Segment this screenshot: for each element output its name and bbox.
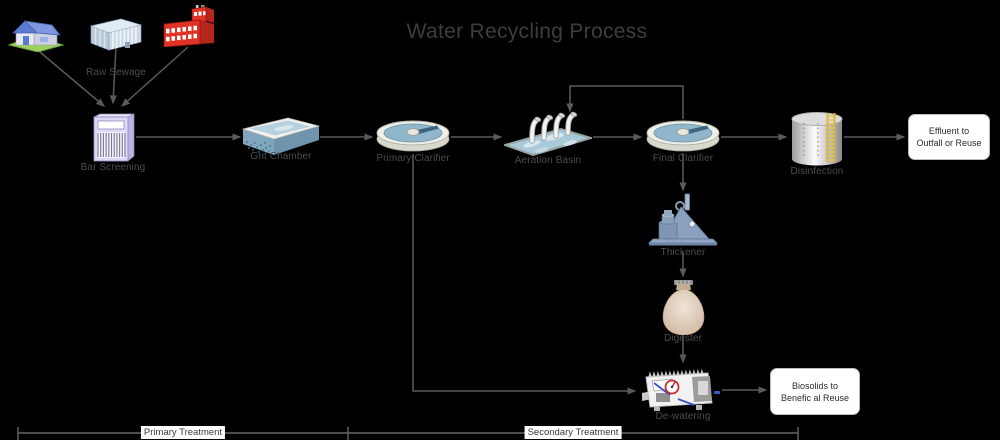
sludge-thickener-icon — [648, 193, 718, 246]
grit-chamber-label: Grit Chamber — [250, 151, 312, 162]
digester-vessel-icon — [662, 280, 705, 335]
bar-screen-icon — [93, 113, 135, 162]
primary-treatment-label: Primary Treatment — [140, 426, 226, 439]
house-icon[interactable] — [8, 8, 64, 52]
bar-screening-label: Bar Screening — [80, 162, 146, 173]
primary-clarifier-label: Primary Clarifier — [376, 153, 450, 164]
factory-icon[interactable] — [162, 5, 216, 47]
chlorine-contact-tank-icon — [791, 112, 843, 166]
clarifier-tank-icon — [376, 120, 450, 152]
biosolids-line1: Biosolids to — [791, 380, 839, 391]
node-grit-chamber[interactable]: Grit Chamber — [221, 117, 341, 165]
effluent-line2: Outfall or Reuse — [916, 138, 982, 148]
node-digester[interactable]: Digester — [623, 280, 743, 346]
grit-chamber-basin-icon — [242, 117, 320, 155]
node-dewatering[interactable]: De-watering — [623, 365, 743, 425]
biosolids-line2: Benefic al Reuse — [780, 392, 850, 403]
effluent-line1: Effluent to — [928, 126, 970, 136]
raw-sewage-label: Raw Sewage — [86, 67, 146, 78]
page-title: Water Recycling Process — [406, 20, 648, 43]
secondary-treatment-label: Secondary Treatment — [524, 426, 622, 439]
node-final-clarifier[interactable]: Final Clarifier — [623, 119, 743, 167]
arrow-building-to-bar-screening — [109, 46, 118, 105]
effluent-output-box[interactable]: Effluent to Outfall or Reuse — [908, 114, 990, 160]
arrow-return-sludge-loop — [566, 85, 684, 119]
node-bar-screening[interactable]: Bar Screening — [53, 109, 173, 177]
aeration-basin-icon — [504, 111, 592, 156]
office-building-icon[interactable] — [89, 17, 143, 51]
node-disinfection[interactable]: Disinfection — [757, 109, 877, 179]
thickener-label: Thickener — [660, 247, 706, 258]
page-edge-strip — [0, 440, 1000, 447]
digester-label: Digester — [663, 333, 703, 344]
disinfection-label: Disinfection — [790, 166, 844, 177]
node-thickener[interactable]: Thickener — [623, 193, 743, 261]
biosolids-output-box[interactable]: Biosolids to Benefic al Reuse — [770, 368, 860, 415]
arrow-factory-to-bar-screening — [120, 46, 189, 107]
final-clarifier-label: Final Clarifier — [652, 153, 714, 164]
dewatering-label: De-watering — [655, 411, 711, 422]
arrow-primary-clarifier-to-dewatering — [412, 154, 637, 395]
node-aeration-basin[interactable]: Aeration Basin — [488, 110, 608, 168]
aeration-basin-label: Aeration Basin — [514, 155, 582, 166]
clarifier-tank-icon — [646, 120, 720, 152]
arrow-house-to-bar-screening — [33, 46, 106, 107]
dewatering-press-icon — [642, 368, 720, 411]
node-primary-clarifier[interactable]: Primary Clarifier — [353, 119, 473, 167]
